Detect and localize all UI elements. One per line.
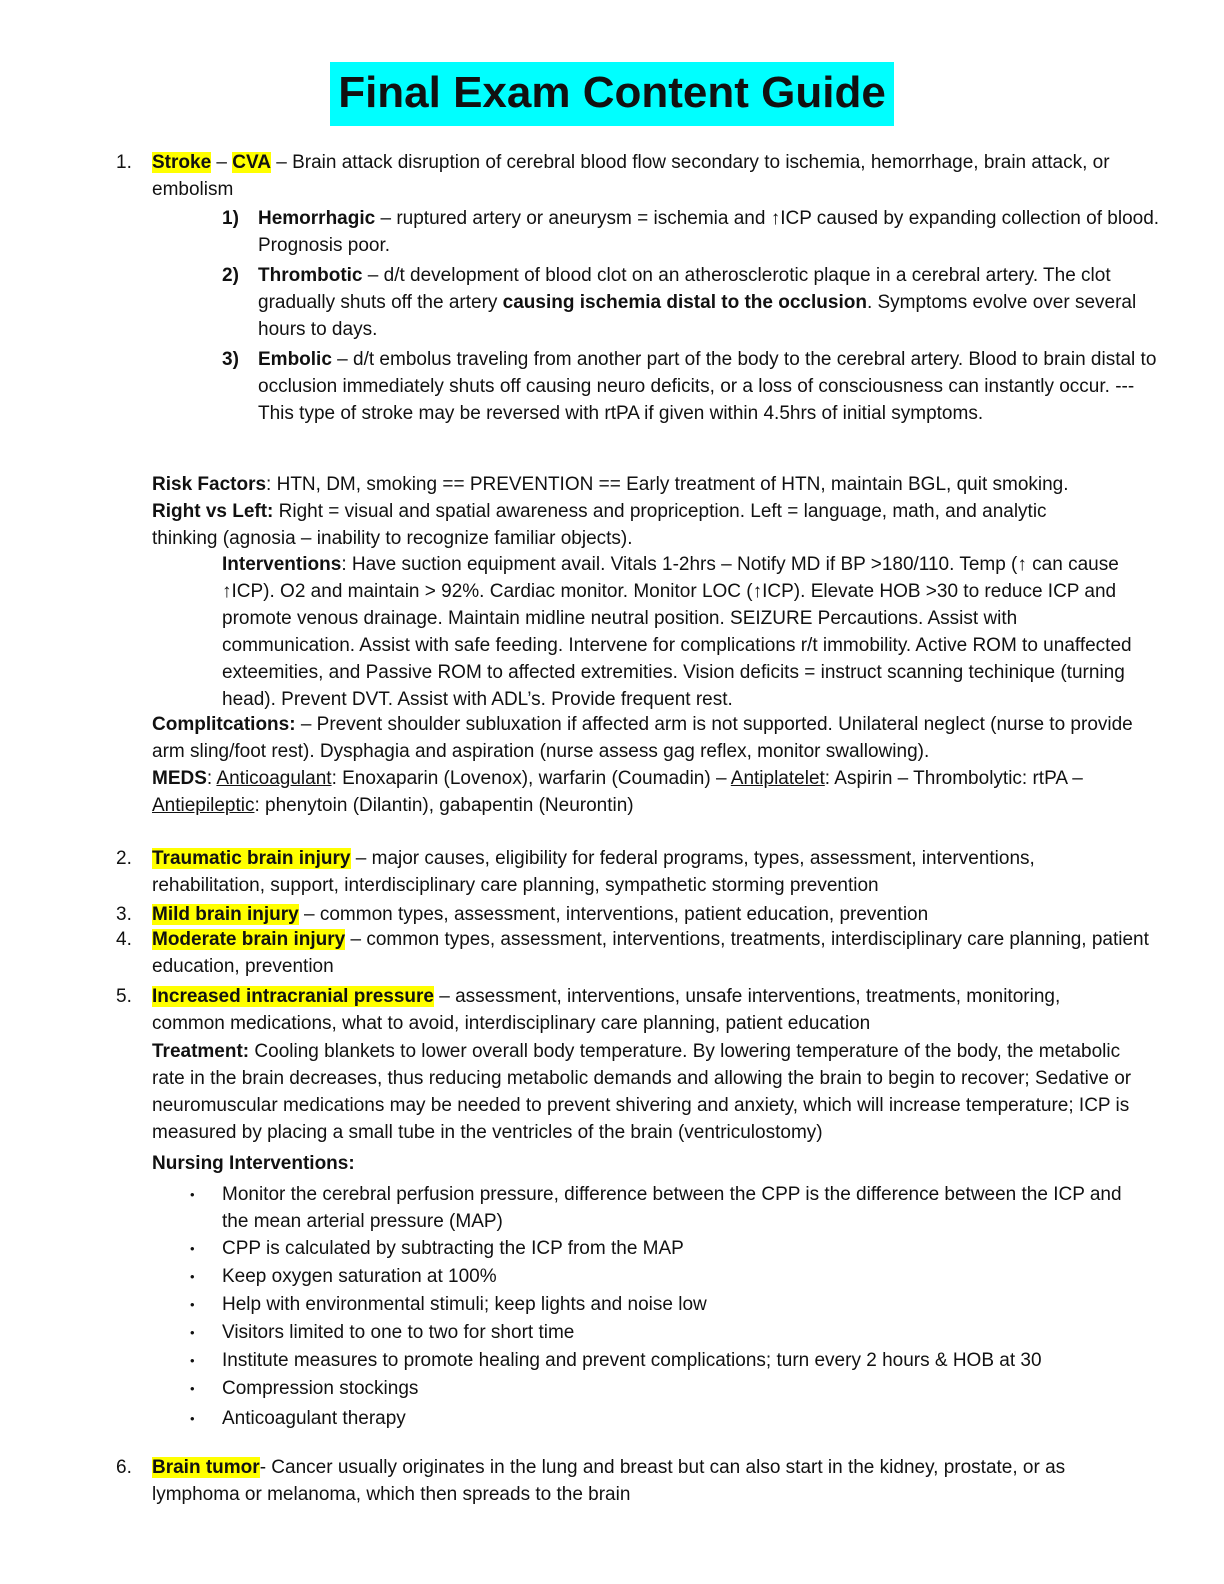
title-wrap: Final Exam Content Guide	[0, 62, 1224, 126]
bullet-icon: •	[190, 1381, 195, 1396]
meds-label: MEDS	[152, 768, 207, 789]
item-number-2: 2.	[116, 848, 132, 869]
treatment-label: Treatment:	[152, 1041, 250, 1062]
risk-factors: Risk Factors: HTN, DM, smoking == PREVEN…	[152, 471, 1152, 498]
type-text: Hemorrhagic – ruptured artery or aneurys…	[258, 205, 1162, 259]
antiplatelet-label: Antiplatelet	[730, 768, 825, 789]
heading-brain-tumor: Brain tumor	[152, 1457, 260, 1478]
treatment-text: Cooling blankets to lower overall body t…	[152, 1041, 1132, 1143]
list-item: Institute measures to promote healing an…	[222, 1350, 1042, 1371]
right-left-label: Right vs Left:	[152, 501, 274, 522]
type-name: Hemorrhagic	[258, 208, 376, 229]
list-item: Monitor the cerebral perfusion pressure,…	[222, 1184, 1122, 1232]
type-desc: – d/t embolus traveling from another par…	[258, 349, 1157, 424]
stroke-description: – Brain attack disruption of cerebral bl…	[152, 152, 1110, 200]
page-title: Final Exam Content Guide	[330, 62, 894, 126]
brain-tumor-text: - Cancer usually originates in the lung …	[152, 1457, 1066, 1505]
anticoagulant-label: Anticoagulant	[216, 768, 332, 789]
heading-stroke: Stroke	[152, 152, 212, 173]
heading-mild: Mild brain injury	[152, 904, 299, 925]
separator: –	[211, 152, 233, 173]
type-text: Thrombotic – d/t development of blood cl…	[258, 262, 1162, 343]
right-left-text: Right = visual and spatial awareness and…	[152, 501, 1047, 549]
complications: Complitcations: – Prevent shoulder sublu…	[152, 711, 1142, 765]
list-item: Visitors limited to one to two for short…	[222, 1322, 575, 1343]
type-number: 1)	[222, 208, 239, 229]
mild-text: – common types, assessment, intervention…	[298, 904, 929, 925]
bullet-icon: •	[190, 1411, 195, 1426]
list-item: Keep oxygen saturation at 100%	[222, 1266, 497, 1287]
bullet-icon: •	[190, 1187, 195, 1202]
type-desc-end: . Symptoms evolve over several hours to …	[258, 292, 1137, 340]
tbi-text: – major causes, eligibility for federal …	[152, 848, 1035, 896]
bullet-icon: •	[190, 1241, 195, 1256]
type-desc-bold: causing ischemia distal to the occlusion	[502, 292, 867, 313]
right-vs-left: Right vs Left: Right = visual and spatia…	[152, 498, 1112, 552]
list-item: CPP is calculated by subtracting the ICP…	[222, 1238, 684, 1259]
meds-text-c: : phenytoin (Dilantin), gabapentin (Neur…	[254, 795, 634, 816]
type-name: Thrombotic	[258, 265, 363, 286]
heading-tbi: Traumatic brain injury	[152, 848, 351, 869]
list-item: Help with environmental stimuli; keep li…	[222, 1294, 707, 1315]
section-mild-brain-injury: Mild brain injury – common types, assess…	[152, 901, 1152, 928]
complications-text: – Prevent shoulder subluxation if affect…	[152, 714, 1133, 762]
section-stroke: Stroke – CVA – Brain attack disruption o…	[152, 149, 1152, 203]
moderate-text: – common types, assessment, intervention…	[152, 929, 1149, 977]
heading-icp: Increased intracranial pressure	[152, 986, 434, 1007]
section-moderate-brain-injury: Moderate brain injury – common types, as…	[152, 926, 1152, 980]
stroke-type-thrombotic: 2) Thrombotic – d/t development of blood…	[222, 262, 1162, 343]
stroke-type-embolic: 3) Embolic – d/t embolus traveling from …	[222, 346, 1162, 427]
list-item: Compression stockings	[222, 1378, 419, 1399]
meds: MEDS: Anticoagulant: Enoxaparin (Lovenox…	[152, 765, 1152, 819]
type-desc: – ruptured artery or aneurysm = ischemia…	[258, 208, 1160, 256]
section-icp: Increased intracranial pressure – assess…	[152, 983, 1112, 1037]
interventions: Interventions: Have suction equipment av…	[222, 551, 1147, 713]
interventions-label: Interventions	[222, 554, 342, 575]
risk-label: Risk Factors	[152, 474, 267, 495]
nursing-interventions-heading: Nursing Interventions:	[152, 1150, 752, 1177]
section-brain-tumor: Brain tumor- Cancer usually originates i…	[152, 1454, 1122, 1508]
item-number-4: 4.	[116, 929, 132, 950]
stroke-type-hemorrhagic: 1) Hemorrhagic – ruptured artery or aneu…	[222, 205, 1162, 259]
bullet-icon: •	[190, 1269, 195, 1284]
meds-text-b: : Aspirin – Thrombolytic: rtPA –	[824, 768, 1083, 789]
list-item: Anticoagulant therapy	[222, 1408, 406, 1429]
type-number: 2)	[222, 265, 239, 286]
complications-label: Complitcations:	[152, 714, 296, 735]
icp-treatment: Treatment: Cooling blankets to lower ove…	[152, 1038, 1142, 1146]
type-name: Embolic	[258, 349, 332, 370]
heading-cva: CVA	[232, 152, 271, 173]
bullet-icon: •	[190, 1297, 195, 1312]
interventions-text: : Have suction equipment avail. Vitals 1…	[222, 554, 1132, 710]
icp-text: – assessment, interventions, unsafe inte…	[152, 986, 1061, 1034]
type-number: 3)	[222, 349, 239, 370]
antiepileptic-label: Antiepileptic	[152, 795, 255, 816]
meds-text-a: : Enoxaparin (Lovenox), warfarin (Coumad…	[331, 768, 731, 789]
type-desc: – d/t development of blood clot on an at…	[258, 265, 1111, 313]
bullet-icon: •	[190, 1325, 195, 1340]
bullet-icon: •	[190, 1353, 195, 1368]
risk-text: : HTN, DM, smoking == PREVENTION == Earl…	[266, 474, 1069, 495]
section-tbi: Traumatic brain injury – major causes, e…	[152, 845, 1142, 899]
item-number-6: 6.	[116, 1457, 132, 1478]
heading-moderate: Moderate brain injury	[152, 929, 346, 950]
item-number-5: 5.	[116, 986, 132, 1007]
meds-sep: :	[206, 768, 217, 789]
item-number-3: 3.	[116, 904, 132, 925]
item-number-1: 1.	[116, 152, 132, 173]
type-text: Embolic – d/t embolus traveling from ano…	[258, 346, 1162, 427]
nursing-interventions-label: Nursing Interventions:	[152, 1153, 355, 1174]
